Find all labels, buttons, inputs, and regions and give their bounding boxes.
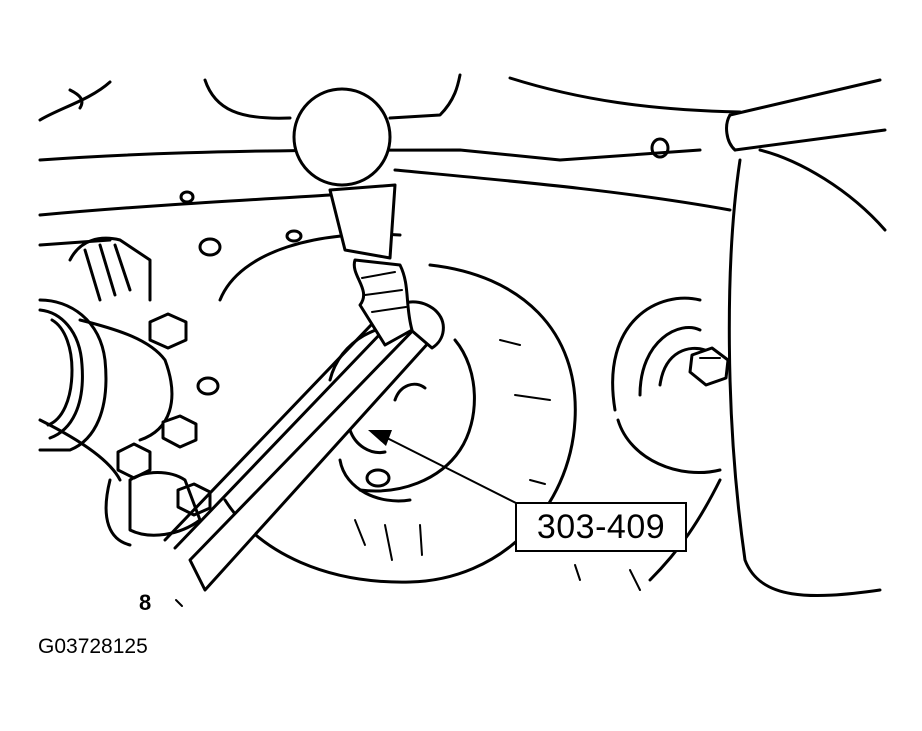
- engine-block-outline: [38, 73, 742, 247]
- callout-leader-arrow: [368, 430, 521, 506]
- lower-marks: [175, 599, 183, 607]
- alternator-assembly: [38, 236, 174, 547]
- tool-number-callout: 303-409: [515, 502, 687, 552]
- figure-id-label: G03728125: [38, 635, 148, 658]
- right-pulley: [611, 296, 730, 475]
- right-mount-strut: [648, 78, 887, 598]
- ratchet-handle: [292, 87, 414, 347]
- mounting-bolts: [116, 237, 222, 537]
- part-number-label: 8: [139, 590, 152, 615]
